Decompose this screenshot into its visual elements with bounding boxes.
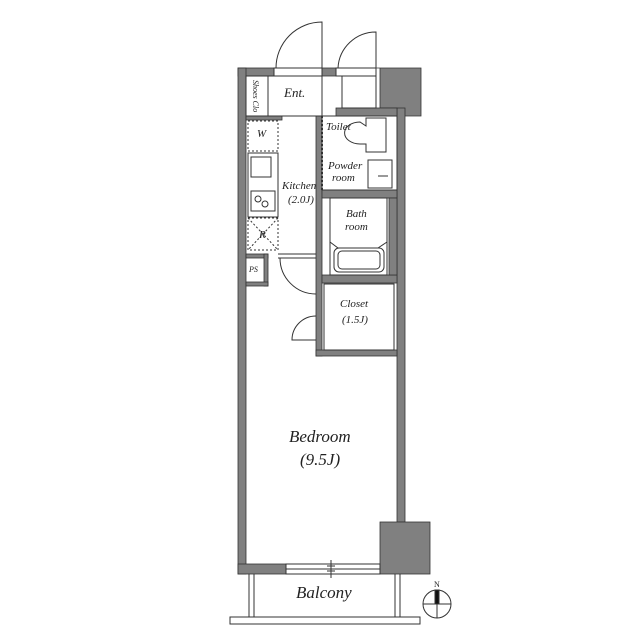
bedroom-label: Bedroom — [289, 427, 351, 446]
entrance — [245, 75, 323, 117]
kitchen-label: Kitchen — [282, 180, 317, 192]
closet-area: (1.5J) — [342, 314, 368, 326]
washer-label: W — [257, 128, 267, 140]
kitchen-area: (2.0J) — [288, 194, 314, 206]
toilet-label: Toilet — [326, 121, 351, 133]
balcony-label: Balcony — [296, 583, 352, 602]
compass-icon — [422, 589, 452, 619]
bathroom-label: Bath — [346, 208, 367, 220]
walls — [237, 67, 431, 575]
closet-label: Closet — [340, 298, 369, 310]
compass-north-label: N — [434, 580, 440, 589]
balcony-structure — [229, 560, 421, 625]
toilet-fixtures — [321, 115, 398, 208]
powder-room-label: Powder — [328, 160, 363, 172]
bedroom-area: (9.5J) — [300, 450, 341, 469]
bathtub — [329, 197, 388, 276]
shoes-closet-label: Shoes Clo — [251, 80, 261, 113]
powder-room-label2: room — [332, 172, 355, 184]
pipe-space-label: PS — [249, 265, 258, 274]
bathroom-label2: room — [345, 221, 368, 233]
kitchen-fixtures — [247, 120, 317, 295]
closet-fixture — [291, 283, 395, 351]
refrigerator-label: R — [259, 229, 266, 241]
entrance-doors — [273, 21, 377, 109]
entrance-label: Ent. — [284, 85, 306, 100]
